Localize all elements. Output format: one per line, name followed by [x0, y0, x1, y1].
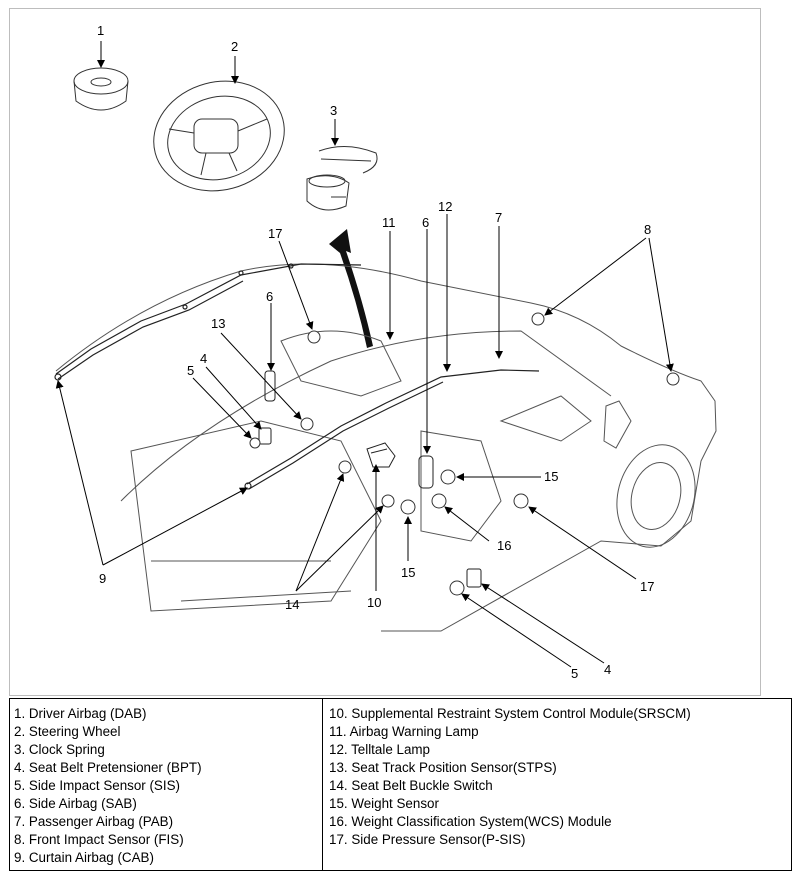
side-airbag-right	[418, 455, 434, 489]
component-legend: 1. Driver Airbag (DAB) 2. Steering Wheel…	[9, 698, 792, 871]
callout-13: 13	[211, 316, 225, 331]
driver-airbag-module	[73, 67, 129, 111]
legend-item-9: 9. Curtain Airbag (CAB)	[14, 850, 154, 865]
callout-6-left: 6	[266, 289, 273, 304]
callout-4-left: 4	[200, 351, 207, 366]
callout-4-right: 4	[604, 662, 611, 677]
legend-item-7: 7. Passenger Airbag (PAB)	[14, 814, 174, 829]
callout-labels: 1 2 3 17 11 6 12 7 8 6 13 4 5 15 16 9 15…	[97, 23, 654, 681]
sensor-circle-5-left	[249, 437, 261, 449]
legend-item-1: 1. Driver Airbag (DAB)	[14, 706, 147, 721]
legend-item-15: 15. Weight Sensor	[329, 796, 439, 811]
seat-belt-pretensioner-right	[466, 568, 482, 588]
callout-17-left: 17	[268, 226, 282, 241]
sensor-circle-15-b	[440, 469, 456, 485]
legend-item-17: 17. Side Pressure Sensor(P-SIS)	[329, 832, 526, 847]
sensor-circle-15-a	[400, 499, 416, 515]
callout-5-left: 5	[187, 363, 194, 378]
curtain-airbag-left	[54, 263, 362, 381]
legend-item-4: 4. Seat Belt Pretensioner (BPT)	[14, 760, 202, 775]
sensor-circle-16	[431, 493, 447, 509]
sensor-circle-14-a	[338, 460, 352, 474]
callout-9: 9	[99, 571, 106, 586]
legend-item-16: 16. Weight Classification System(WCS) Mo…	[329, 814, 612, 829]
callout-12: 12	[438, 199, 452, 214]
legend-item-10: 10. Supplemental Restraint System Contro…	[329, 706, 691, 721]
callout-6-right: 6	[422, 215, 429, 230]
seat-belt-pretensioner-left	[258, 427, 272, 445]
steering-wheel	[153, 80, 285, 192]
curtain-airbag-right	[244, 369, 540, 490]
callout-11: 11	[382, 215, 396, 230]
vehicle-outline	[55, 263, 717, 632]
callout-14: 14	[285, 597, 299, 612]
diagram-canvas: 1 2 3 17 11 6 12 7 8 6 13 4 5 15 16 9 15…	[54, 23, 717, 681]
sensor-circle-13	[300, 417, 314, 431]
legend-item-13: 13. Seat Track Position Sensor(STPS)	[329, 760, 557, 775]
sensor-circle-17-left	[307, 330, 321, 344]
leader-lines	[55, 41, 674, 668]
callout-1: 1	[97, 23, 104, 38]
legend-item-2: 2. Steering Wheel	[14, 724, 121, 739]
sensor-circle-5-right	[449, 580, 465, 596]
airbag-system-diagram: 1 2 3 17 11 6 12 7 8 6 13 4 5 15 16 9 15…	[9, 8, 761, 696]
legend-item-8: 8. Front Impact Sensor (FIS)	[14, 832, 184, 847]
sensor-circle-17-right	[513, 493, 529, 509]
callout-2: 2	[231, 39, 238, 54]
sensor-circle-14-b	[381, 494, 395, 508]
callout-5-right: 5	[571, 666, 578, 681]
sensor-circle-8-a	[531, 312, 545, 326]
callout-3: 3	[330, 103, 337, 118]
assembly-arrow	[329, 229, 373, 348]
side-airbag-left	[264, 370, 276, 402]
callout-15-left: 15	[401, 565, 415, 580]
legend-item-11: 11. Airbag Warning Lamp	[329, 724, 479, 739]
legend-item-14: 14. Seat Belt Buckle Switch	[329, 778, 493, 793]
callout-17-right: 17	[640, 579, 654, 594]
sensor-circle-8-b	[666, 372, 680, 386]
legend-item-3: 3. Clock Spring	[14, 742, 105, 757]
legend-item-12: 12. Telltale Lamp	[329, 742, 430, 757]
callout-10: 10	[367, 595, 381, 610]
clock-spring	[306, 146, 378, 211]
callout-7: 7	[495, 210, 502, 225]
callout-15-right: 15	[544, 469, 558, 484]
legend-item-6: 6. Side Airbag (SAB)	[14, 796, 137, 811]
callout-8: 8	[644, 222, 651, 237]
legend-column-right: 10. Supplemental Restraint System Contro…	[323, 699, 791, 870]
srscm-module	[366, 442, 396, 468]
legend-item-5: 5. Side Impact Sensor (SIS)	[14, 778, 180, 793]
callout-16: 16	[497, 538, 511, 553]
legend-column-left: 1. Driver Airbag (DAB) 2. Steering Wheel…	[10, 699, 323, 870]
